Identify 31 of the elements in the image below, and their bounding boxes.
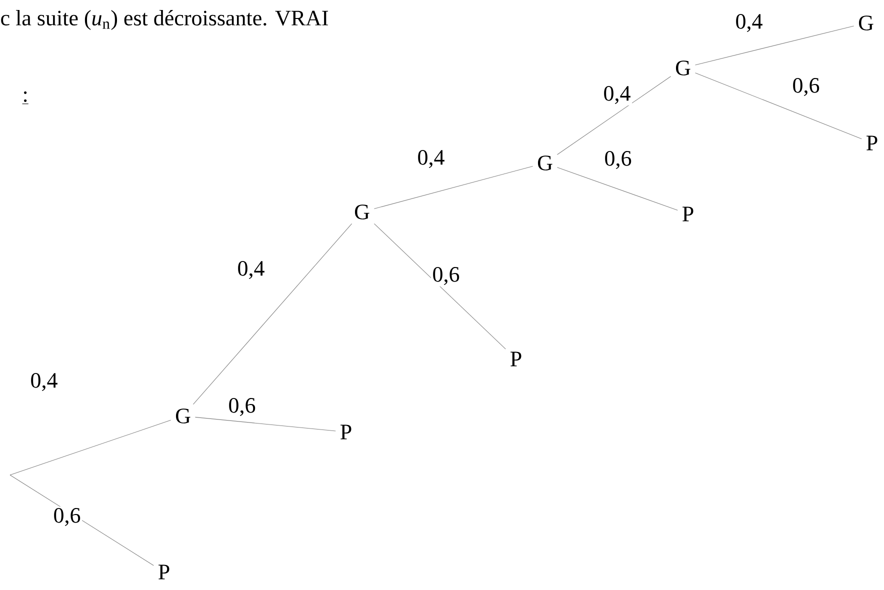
branch-line [194, 416, 336, 432]
branch-line [10, 420, 172, 476]
outcome-label: P [682, 206, 694, 222]
branch-line [192, 223, 352, 405]
probability-label: 0,6 [52, 506, 82, 528]
branch-line [556, 167, 678, 211]
underlined-text: : [22, 91, 29, 104]
branch-line [556, 76, 672, 155]
outcome-label: G [538, 156, 552, 170]
branch-line [374, 223, 506, 350]
probability-label: 0,6 [430, 266, 462, 286]
probability-label: 0,4 [602, 84, 632, 106]
branch-line [694, 26, 854, 66]
outcome-label: P [340, 424, 352, 440]
probability-label: 0,4 [236, 260, 266, 280]
outcome-label: G [676, 60, 690, 76]
probability-label: 0,6 [790, 76, 822, 98]
probability-label: 0,4 [734, 12, 764, 34]
outcome-label: P [866, 136, 878, 150]
probability-label: 0,4 [28, 372, 60, 392]
probability-label: 0,6 [602, 150, 634, 170]
outcome-label: G [176, 408, 190, 424]
outcome-label: G [858, 16, 874, 30]
branch-line [694, 72, 862, 140]
branch-line [374, 166, 534, 209]
outcome-label: P [510, 352, 522, 366]
probability-label: 0,4 [416, 148, 446, 170]
probability-label: 0,6 [226, 396, 258, 418]
outcome-label: G [354, 204, 370, 220]
statement-text: c la suite (u$_{n}$) est décroissante. VRAI [1, 10, 328, 30]
outcome-label: P [158, 564, 170, 580]
